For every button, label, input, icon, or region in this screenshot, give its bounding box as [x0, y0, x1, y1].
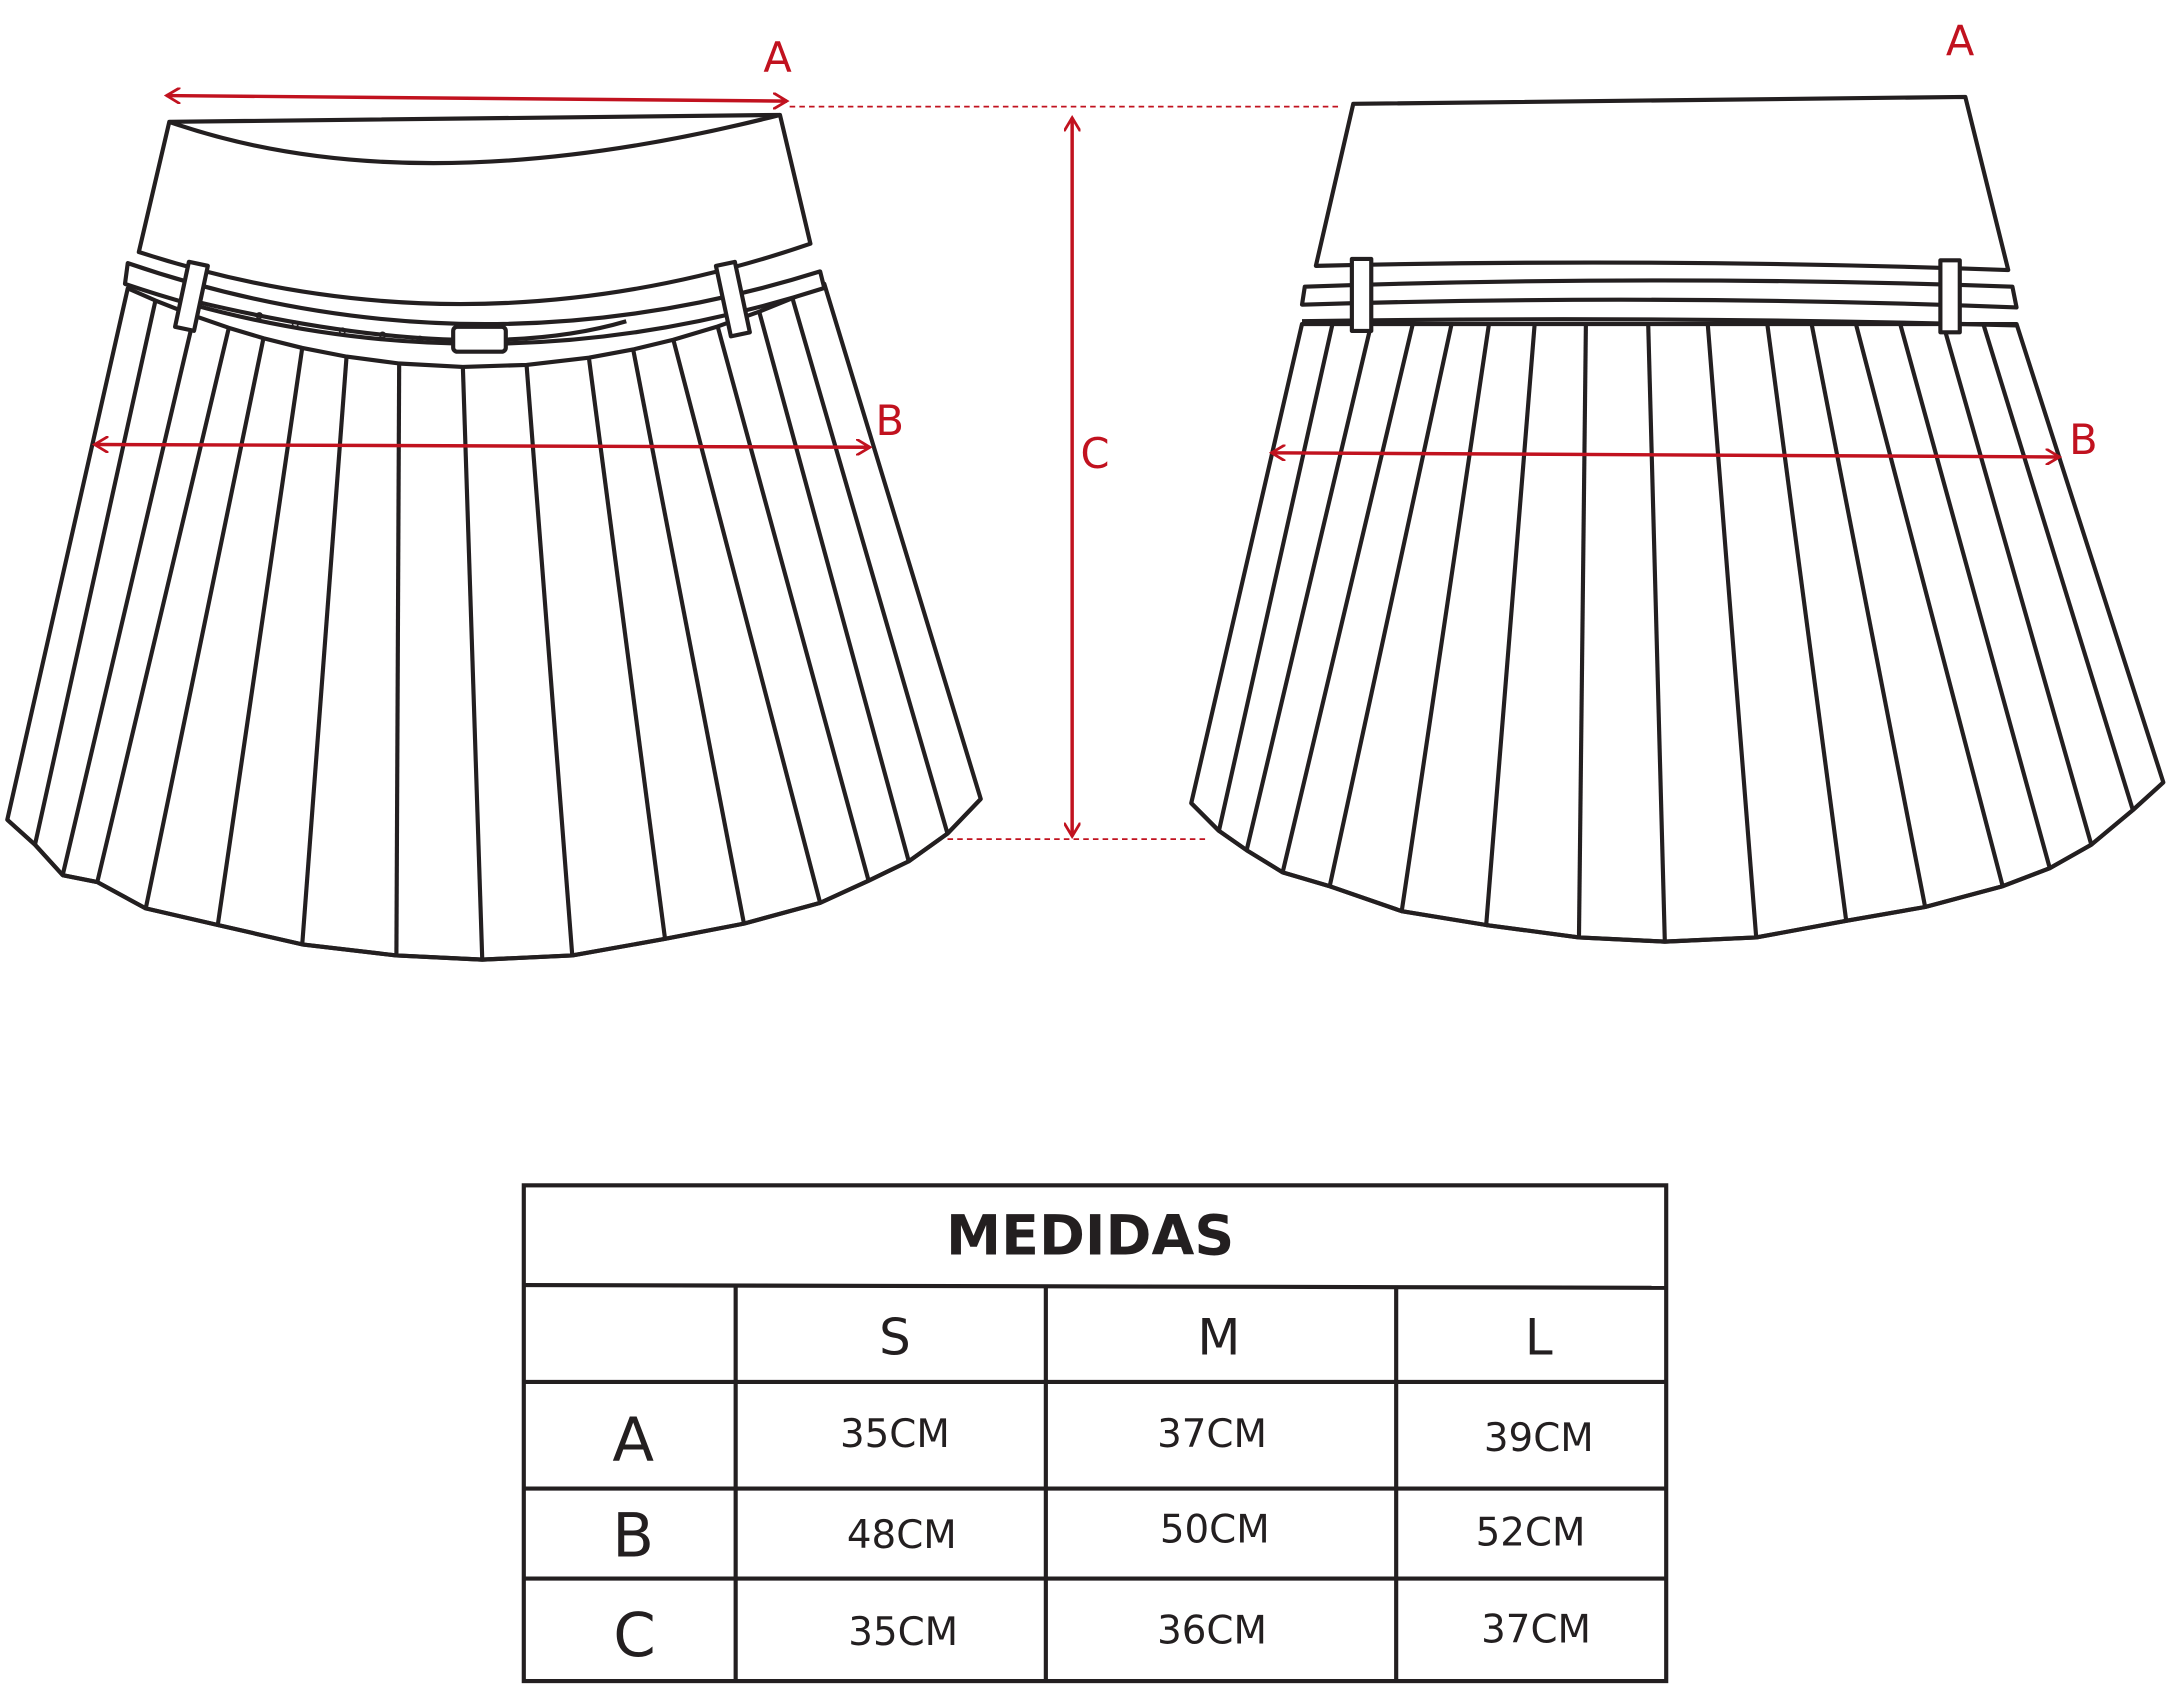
front-waistband — [136, 112, 813, 307]
pleat-line — [60, 315, 197, 876]
label-c: C — [1080, 429, 1109, 478]
pleat-line — [1765, 323, 1849, 922]
cell-b-m: 50CM — [1160, 1508, 1270, 1553]
back-waistband — [1313, 94, 2011, 273]
row-label-b: B — [612, 1500, 654, 1571]
header-l: L — [1525, 1308, 1553, 1366]
cell-a-s: 35CM — [840, 1412, 950, 1457]
pleat-line — [1216, 323, 1335, 832]
belt-buckle-icon — [451, 324, 508, 354]
pleat-panel — [5, 281, 983, 962]
back-skirt-drawing — [1189, 94, 2166, 944]
cell-c-s: 35CM — [848, 1610, 958, 1655]
pleat-line — [1981, 323, 2135, 811]
belt-loop — [1349, 256, 1374, 334]
pleat-line — [460, 366, 485, 960]
cell-b-s: 48CM — [847, 1513, 957, 1558]
pleat-line — [790, 297, 950, 835]
table-title: MEDIDAS — [946, 1205, 1234, 1269]
back-belt — [1299, 278, 2019, 310]
front-skirt-drawing — [5, 112, 983, 962]
pleat-line — [394, 363, 402, 956]
pleat-line — [1853, 323, 2005, 887]
pleat-line — [1576, 324, 1588, 938]
row-label-a: A — [612, 1405, 654, 1476]
pleat-line — [1484, 323, 1537, 926]
pleat-line — [1941, 323, 2094, 846]
cell-c-l: 37CM — [1481, 1607, 1591, 1652]
pleat-line — [1898, 323, 2052, 869]
pleat-line — [671, 339, 823, 904]
belt-holes — [255, 312, 424, 343]
pleat-line — [524, 364, 575, 956]
belt-loop — [1938, 258, 1962, 335]
pleat-line — [1646, 323, 1667, 942]
front-pleats — [5, 281, 983, 962]
pleat-line — [143, 337, 266, 909]
belt-loop — [172, 259, 210, 333]
pleat-line — [1280, 323, 1415, 873]
row-label-c: C — [613, 1600, 656, 1671]
label-b-back: B — [2069, 415, 2098, 464]
hem-line — [1189, 780, 2165, 944]
measure-b-back — [1272, 453, 2060, 457]
header-m: M — [1197, 1308, 1240, 1366]
pleat-line — [95, 327, 231, 883]
pleat-line — [1327, 323, 1454, 887]
cell-a-m: 37CM — [1157, 1412, 1267, 1457]
label-a-front: A — [763, 33, 792, 82]
pleat-line — [757, 311, 911, 862]
cell-a-l: 39CM — [1484, 1416, 1594, 1461]
measure-b-front — [95, 445, 870, 448]
pleat-line — [1399, 323, 1492, 912]
pleat-line — [1244, 323, 1374, 851]
header-s: S — [879, 1308, 911, 1366]
label-b-front: B — [876, 396, 905, 445]
belt-loop — [713, 259, 752, 339]
hem-line — [5, 797, 983, 962]
pleat-line — [715, 325, 871, 882]
cell-c-m: 36CM — [1157, 1609, 1267, 1654]
measurement-lines: A A B B C — [95, 16, 2098, 841]
pleat-line — [32, 300, 158, 846]
back-pleats — [1189, 321, 2166, 944]
measurements-table: MEDIDAS S M L A 35CM 37CM 39CM B 48CM 50… — [521, 1183, 1669, 1684]
pleat-line — [1705, 323, 1759, 938]
measure-a-front — [167, 96, 787, 102]
label-a-back: A — [1946, 16, 1975, 65]
pleat-line — [1809, 323, 1928, 908]
cell-b-l: 52CM — [1476, 1510, 1586, 1555]
